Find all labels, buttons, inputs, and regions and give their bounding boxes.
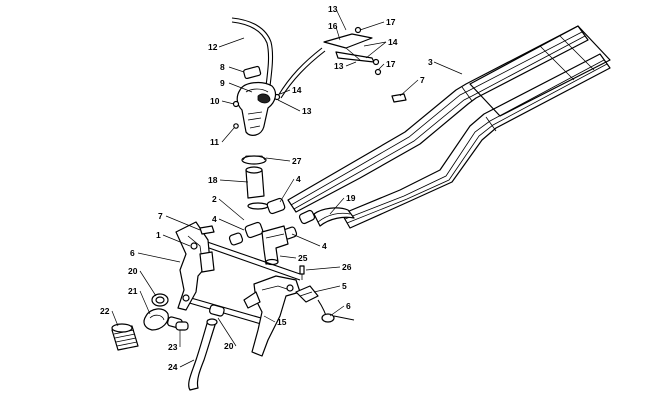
- callout-5: 5: [342, 281, 347, 291]
- tee-fitting: [261, 225, 289, 266]
- callout-27: 27: [292, 156, 302, 166]
- callout-21: 21: [128, 286, 138, 296]
- callout-labels: 13 16 17 12 14 3 8 13 17 9 14 7 10 13 11…: [100, 4, 433, 372]
- decal-tags: [199, 93, 407, 235]
- callout-8: 8: [220, 62, 225, 72]
- callout-17-top: 17: [386, 17, 396, 27]
- callout-18: 18: [208, 175, 218, 185]
- callout-4-left: 4: [212, 214, 217, 224]
- callout-16: 16: [328, 21, 338, 31]
- left-bracket: [175, 221, 215, 311]
- callout-15: 15: [277, 317, 287, 327]
- callout-22: 22: [100, 306, 110, 316]
- callout-20-left: 20: [128, 266, 138, 276]
- callout-13-mid: 13: [334, 61, 344, 71]
- lower-left-hose: [143, 293, 183, 331]
- lower-hose: [188, 304, 225, 391]
- thermostat-seal: [241, 155, 269, 210]
- right-bracket: [243, 275, 301, 357]
- callout-7-top: 7: [420, 75, 425, 85]
- elbow-hose: [298, 207, 355, 227]
- heat-exchanger-rails: [287, 25, 611, 229]
- callout-2: 2: [212, 194, 217, 204]
- callout-20-low: 20: [224, 341, 234, 351]
- callout-3: 3: [428, 57, 433, 67]
- callout-14-mid: 14: [292, 85, 302, 95]
- callout-10: 10: [210, 96, 220, 106]
- callout-23: 23: [168, 342, 178, 352]
- callout-4-upper: 4: [296, 174, 301, 184]
- upper-hose: [231, 17, 274, 87]
- callout-26: 26: [342, 262, 352, 272]
- callout-7-left: 7: [158, 211, 163, 221]
- leader-lines: [111, 8, 463, 368]
- callout-13-top: 13: [328, 4, 338, 14]
- hose-clamp-23: [175, 321, 189, 331]
- ribbed-hose: [111, 323, 139, 351]
- callout-24: 24: [168, 362, 178, 372]
- callout-13-low: 13: [302, 106, 312, 116]
- small-bolt: [299, 265, 305, 280]
- thermostat-housing: [232, 65, 277, 136]
- callout-25: 25: [298, 253, 308, 263]
- callout-4-right: 4: [322, 241, 327, 251]
- callout-1: 1: [156, 230, 161, 240]
- bleeder-fitting: [323, 26, 382, 76]
- callout-12: 12: [208, 42, 218, 52]
- callout-9: 9: [220, 78, 225, 88]
- callout-14-top: 14: [388, 37, 398, 47]
- callout-11: 11: [210, 137, 219, 147]
- callout-17-mid: 17: [386, 59, 396, 69]
- callout-6-right: 6: [346, 301, 351, 311]
- callout-19: 19: [346, 193, 356, 203]
- callout-6-left: 6: [130, 248, 135, 258]
- right-fitting: [295, 285, 355, 323]
